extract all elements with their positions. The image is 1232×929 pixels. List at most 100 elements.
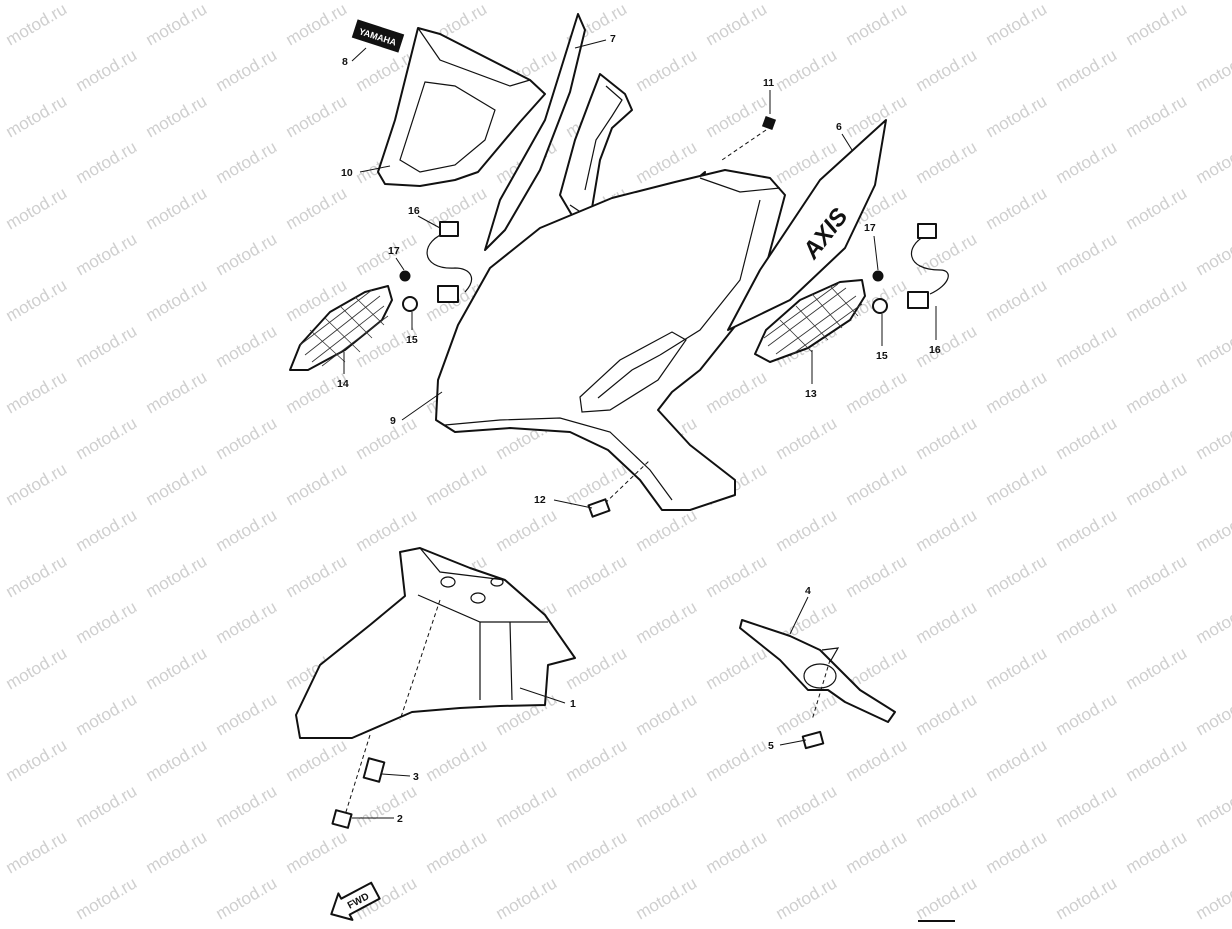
watermark-text: motod.ru — [1053, 45, 1121, 95]
watermark-text: motod.ru — [73, 45, 141, 95]
watermark-text: motod.ru — [773, 45, 841, 95]
watermark-text: motod.ru — [493, 781, 561, 831]
watermark-text: motod.ru — [703, 0, 771, 49]
watermark-text: motod.ru — [143, 459, 211, 509]
watermark-text: motod.ru — [563, 919, 631, 924]
watermark-text: motod.ru — [563, 643, 631, 693]
watermark-text: motod.ru — [703, 919, 771, 924]
watermark-text: motod.ru — [1123, 91, 1191, 141]
watermark-text: motod.ru — [283, 735, 351, 785]
callout-5: 5 — [768, 740, 774, 752]
watermark-text: motod.ru — [633, 781, 701, 831]
watermark-text: motod.ru — [773, 781, 841, 831]
watermark-text: motod.ru — [633, 45, 701, 95]
watermark-text: motod.ru — [423, 735, 491, 785]
watermark-text: motod.ru — [143, 551, 211, 601]
watermark-text: motod.ru — [213, 229, 281, 279]
watermark-text: motod.ru — [283, 0, 351, 49]
watermark-text: motod.ru — [493, 0, 561, 3]
watermark-text: motod.ru — [3, 367, 71, 417]
watermark-text: motod.ru — [73, 597, 141, 647]
watermark-text: motod.ru — [143, 91, 211, 141]
watermark-text: motod.ru — [3, 0, 71, 49]
watermark-text: motod.ru — [3, 827, 71, 877]
callout-4: 4 — [805, 585, 811, 597]
watermark-text: motod.ru — [283, 183, 351, 233]
watermark-text: motod.ru — [73, 413, 141, 463]
watermark-text: motod.ru — [773, 505, 841, 555]
watermark-text: motod.ru — [843, 919, 911, 924]
watermark-text: motod.ru — [703, 643, 771, 693]
watermark-text: motod.ru — [913, 45, 981, 95]
watermark-text: motod.ru — [283, 827, 351, 877]
watermark-text: motod.ru — [1123, 0, 1191, 49]
watermark-text: motod.ru — [633, 0, 701, 3]
watermark-text: motod.ru — [73, 689, 141, 739]
watermark-text: motod.ru — [913, 505, 981, 555]
callout-2: 2 — [397, 813, 403, 825]
part-3-collar — [364, 758, 385, 781]
watermark-text: motod.ru — [213, 413, 281, 463]
callout-10: 10 — [341, 167, 353, 179]
watermark-text: motod.ru — [283, 459, 351, 509]
watermark-text: motod.ru — [773, 873, 841, 923]
watermark-text: motod.ru — [1123, 183, 1191, 233]
watermark-text: motod.ru — [3, 551, 71, 601]
watermark-text: motod.ru — [1053, 781, 1121, 831]
watermark-text: motod.ru — [213, 781, 281, 831]
watermark-text: motod.ru — [843, 0, 911, 49]
callout-16-left: 16 — [408, 205, 420, 217]
watermark-text: motod.ru — [1123, 643, 1191, 693]
watermark-text: motod.ru — [1123, 827, 1191, 877]
watermark-text: motod.ru — [3, 183, 71, 233]
watermark-text: motod.ru — [1053, 0, 1121, 3]
watermark-text: motod.ru — [983, 919, 1051, 924]
watermark-text: motod.ru — [983, 91, 1051, 141]
callout-15-right: 15 — [876, 350, 888, 362]
watermark-text: motod.ru — [3, 459, 71, 509]
watermark-text: motod.ru — [73, 321, 141, 371]
watermark-text: motod.ru — [213, 321, 281, 371]
watermark-text: motod.ru — [703, 827, 771, 877]
watermark-text: motod.ru — [1193, 597, 1232, 647]
watermark-text: motod.ru — [913, 873, 981, 923]
callout-17-right: 17 — [864, 222, 876, 234]
watermark-text: motod.ru — [493, 505, 561, 555]
watermark-text: motod.ru — [913, 597, 981, 647]
watermark-text: motod.ru — [843, 827, 911, 877]
watermark-text: motod.ru — [213, 137, 281, 187]
watermark-text: motod.ru — [1193, 0, 1232, 3]
watermark-text: motod.ru — [213, 597, 281, 647]
callout-11: 11 — [763, 77, 774, 89]
watermark-text: motod.ru — [1123, 551, 1191, 601]
watermark-text: motod.ru — [913, 413, 981, 463]
callout-12: 12 — [534, 494, 546, 506]
watermark-text: motod.ru — [703, 551, 771, 601]
watermark-text: motod.ru — [703, 367, 771, 417]
watermark-text: motod.ru — [353, 413, 421, 463]
callout-16-right: 16 — [929, 344, 941, 356]
watermark-text: motod.ru — [1193, 321, 1232, 371]
watermark-text: motod.ru — [1193, 781, 1232, 831]
watermark-text: motod.ru — [143, 183, 211, 233]
watermark-text: motod.ru — [143, 735, 211, 785]
watermark-text: motod.ru — [983, 735, 1051, 785]
watermark-text: motod.ru — [213, 0, 281, 3]
part-17-right-bolt — [873, 271, 883, 281]
part-15-left-bulb — [403, 297, 417, 311]
watermark-text: motod.ru — [213, 505, 281, 555]
watermark-text: motod.ru — [633, 505, 701, 555]
watermark-text: motod.ru — [913, 781, 981, 831]
watermark-text: motod.ru — [283, 367, 351, 417]
callout-17-left: 17 — [388, 245, 400, 257]
watermark-text: motod.ru — [983, 459, 1051, 509]
watermark-text: motod.ru — [3, 919, 71, 924]
callout-3: 3 — [413, 771, 419, 783]
watermark-text: motod.ru — [913, 689, 981, 739]
watermark-text: motod.ru — [3, 275, 71, 325]
watermark-text: motod.ru — [843, 551, 911, 601]
watermark-text: motod.ru — [843, 367, 911, 417]
watermark-text: motod.ru — [143, 919, 211, 924]
